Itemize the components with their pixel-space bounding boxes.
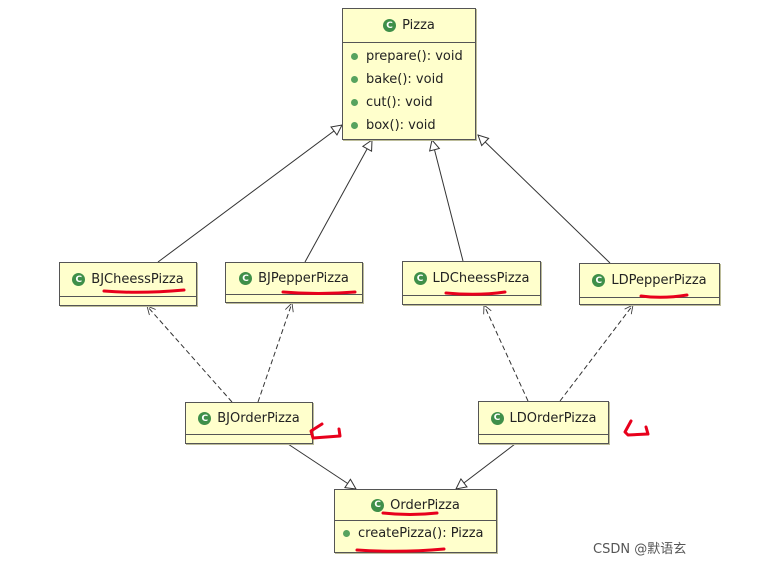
public-method-icon xyxy=(343,530,350,537)
class-icon: C xyxy=(413,272,427,285)
dep-ldorder-ldcheess xyxy=(484,305,529,402)
operation-cut: cut(): void xyxy=(351,91,475,114)
public-method-icon xyxy=(351,99,358,106)
class-name-bjorderpizza: BJOrderPizza xyxy=(217,411,300,426)
class-box-ldcheesspizza[interactable]: C LDCheessPizza xyxy=(402,261,541,305)
class-name-orderpizza: OrderPizza xyxy=(390,497,460,513)
public-method-icon xyxy=(351,76,358,83)
class-icon: C xyxy=(592,274,606,287)
inherit-bjcheess-pizza xyxy=(157,125,342,263)
class-icon: C xyxy=(198,412,212,425)
operation-bake: bake(): void xyxy=(351,68,475,91)
public-method-icon xyxy=(351,53,358,60)
operation-createpizza: createPizza(): Pizza xyxy=(343,522,496,545)
watermark: CSDN @默语玄 xyxy=(593,542,687,557)
public-method-icon xyxy=(351,122,358,129)
class-box-ldorderpizza[interactable]: C LDOrderPizza xyxy=(478,401,609,444)
inherit-bjorder-order xyxy=(287,443,356,489)
class-icon: C xyxy=(371,498,385,512)
class-name-ldcheesspizza: LDCheessPizza xyxy=(432,271,530,286)
class-icon: C xyxy=(72,273,86,286)
class-box-ldpepperpizza[interactable]: C LDPepperPizza xyxy=(579,263,720,305)
class-icon: C xyxy=(383,19,397,32)
class-box-bjcheesspizza[interactable]: C BJCheessPizza xyxy=(59,262,197,306)
class-name-bjcheesspizza: BJCheessPizza xyxy=(91,272,184,287)
class-name-ldpepperpizza: LDPepperPizza xyxy=(611,273,707,288)
operation-box: box(): void xyxy=(351,114,475,137)
inherit-ldcheess-pizza xyxy=(432,140,464,262)
class-name-bjpepperpizza: BJPepperPizza xyxy=(258,271,349,286)
inherit-bjpepper-pizza xyxy=(304,140,372,263)
class-icon: C xyxy=(239,272,253,285)
inherit-ldorder-order xyxy=(456,443,516,489)
class-name-pizza: Pizza xyxy=(402,18,435,33)
class-box-orderpizza[interactable]: C OrderPizza createPizza(): Pizza xyxy=(334,489,497,553)
dep-ldorder-ldpepper xyxy=(559,305,633,402)
class-box-pizza[interactable]: C Pizza prepare(): void bake(): void cut… xyxy=(342,8,476,140)
class-name-ldorderpizza: LDOrderPizza xyxy=(509,410,597,426)
dep-bjorder-bjpepper xyxy=(257,303,292,403)
class-icon: C xyxy=(490,411,504,425)
inherit-ldpepper-pizza xyxy=(478,135,611,264)
class-box-bjorderpizza[interactable]: C BJOrderPizza xyxy=(185,402,313,444)
dep-bjorder-bjcheess xyxy=(147,306,233,403)
class-box-bjpepperpizza[interactable]: C BJPepperPizza xyxy=(225,262,363,303)
operation-prepare: prepare(): void xyxy=(351,45,475,68)
